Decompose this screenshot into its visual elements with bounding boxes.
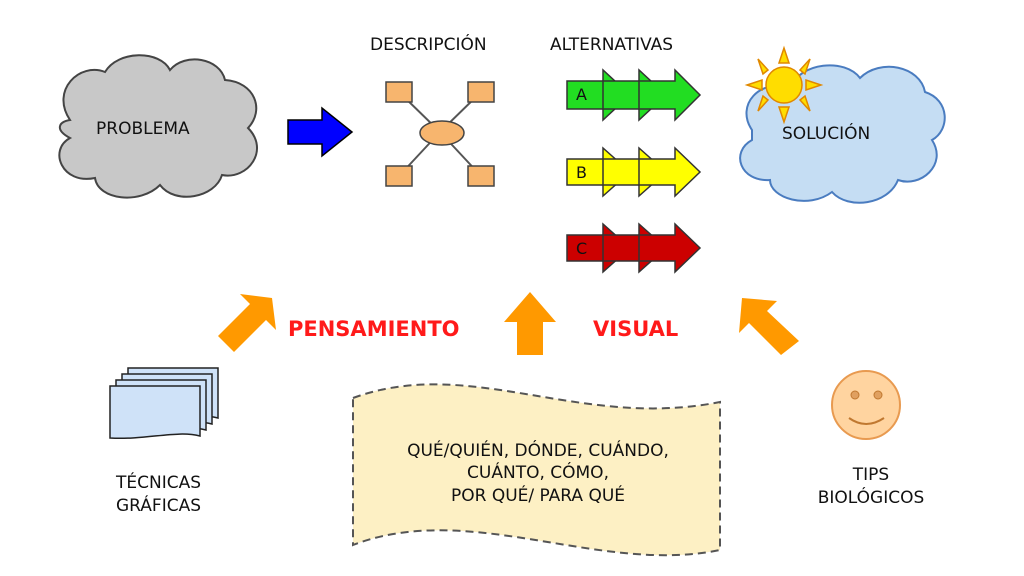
node-bottom-right	[467, 165, 495, 187]
alternative-c-arrows	[566, 222, 702, 274]
orange-arrow-right	[739, 298, 799, 355]
orange-arrow-center	[504, 292, 556, 355]
pensamiento-title: PENSAMIENTO	[288, 317, 460, 341]
node-top-left	[385, 81, 413, 103]
descripcion-label: DESCRIPCIÓN	[370, 35, 487, 55]
alternative-a-letter: A	[576, 85, 587, 104]
alternative-b-letter: B	[576, 163, 587, 182]
tips-label-line2: BIOLÓGICOS	[817, 488, 925, 508]
blue-arrow	[287, 106, 354, 158]
orange-arrow-left	[218, 294, 276, 352]
solucion-label: SOLUCIÓN	[782, 124, 871, 144]
problem-cloud	[58, 54, 258, 199]
smiley-icon	[831, 370, 901, 440]
tecnicas-label-line2: GRÁFICAS	[116, 496, 202, 516]
node-center	[419, 120, 465, 146]
alternativas-label: ALTERNATIVAS	[550, 35, 674, 55]
scroll-line1: QUÉ/QUIÉN, DÓNDE, CUÁNDO,	[407, 441, 669, 461]
node-bottom-left	[385, 165, 413, 187]
tips-label-line1: TIPS	[852, 465, 890, 485]
documents-icon	[109, 367, 219, 440]
scroll-line2: CUÁNTO, CÓMO,	[467, 463, 609, 483]
node-top-right	[467, 81, 495, 103]
scroll-line3: POR QUÉ/ PARA QUÉ	[450, 486, 626, 506]
alternative-c-letter: C	[576, 239, 588, 258]
questions-scroll	[352, 383, 721, 557]
visual-title: VISUAL	[593, 317, 679, 341]
sun-icon	[744, 45, 824, 125]
tecnicas-label-line1: TÉCNICAS	[116, 473, 202, 493]
problema-label: PROBLEMA	[96, 119, 190, 139]
alternative-a-arrows	[566, 68, 702, 122]
alternative-b-arrows	[566, 146, 702, 198]
